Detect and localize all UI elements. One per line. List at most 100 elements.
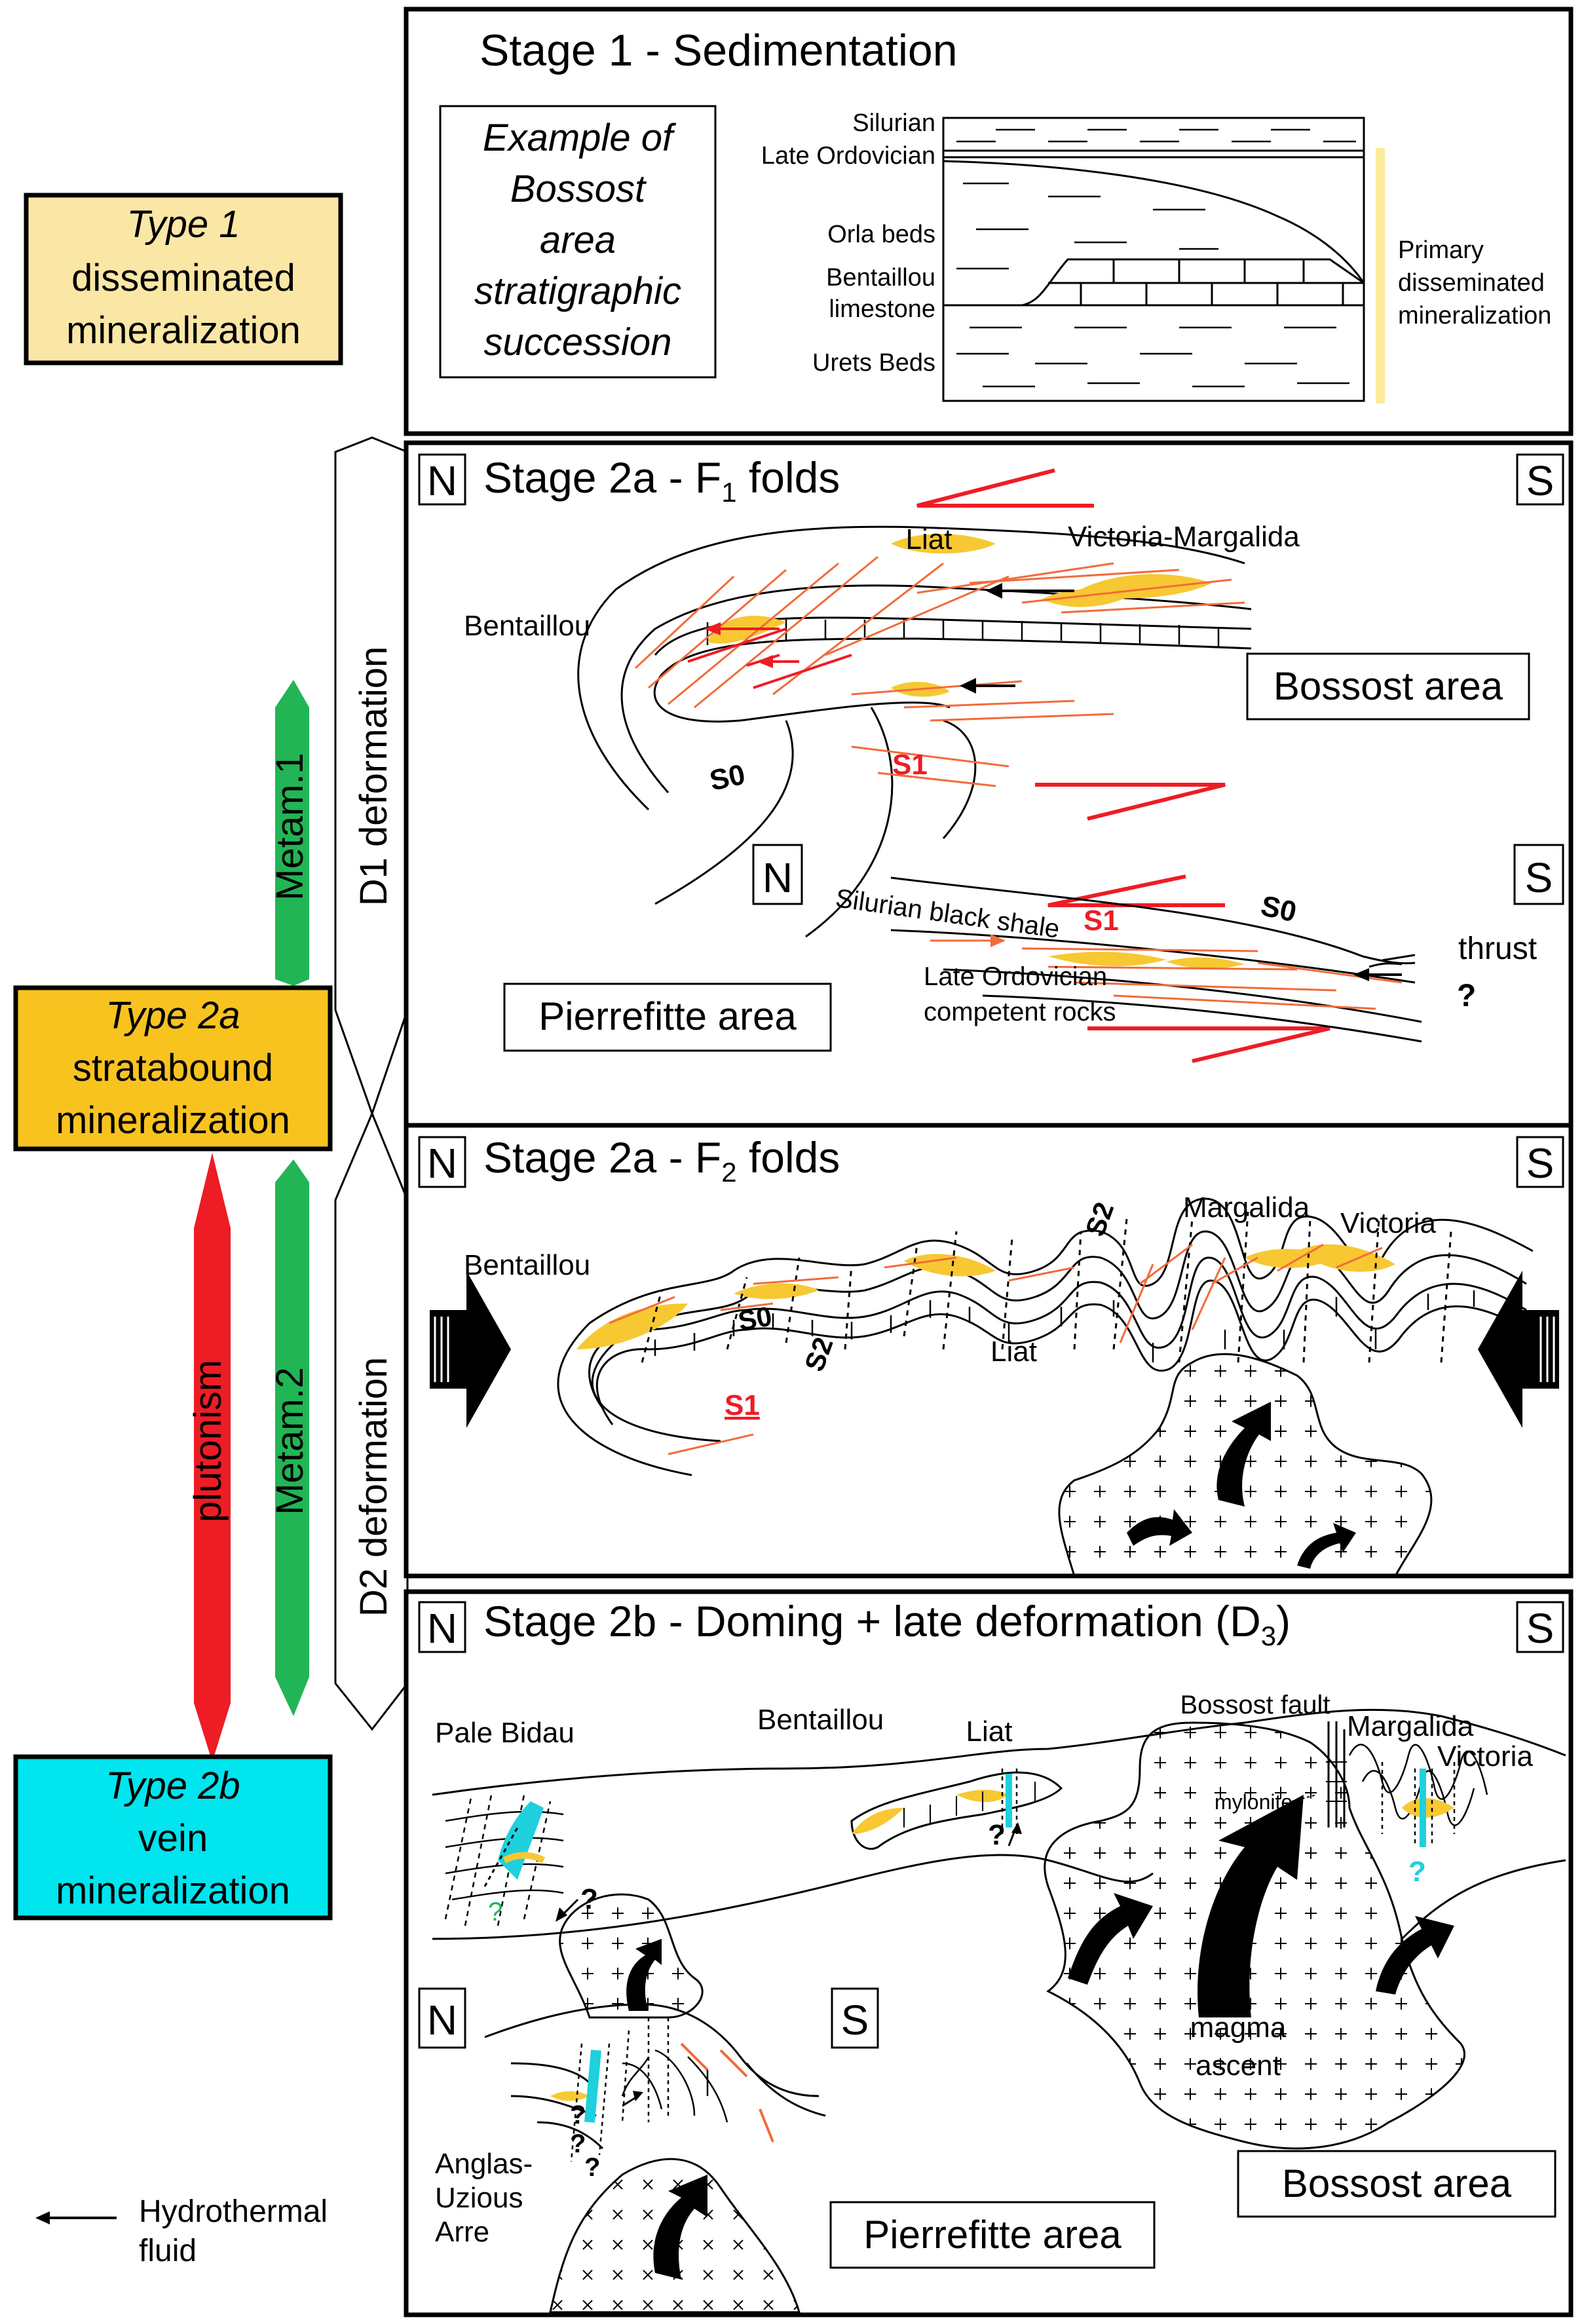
svg-text:Urets Beds: Urets Beds [812, 349, 935, 377]
svg-text:disseminated: disseminated [1398, 269, 1545, 297]
legend-line2: fluid [139, 2234, 197, 2268]
compression-arrow-left [427, 1271, 511, 1428]
south-label: S [1526, 457, 1555, 504]
bossost-area-box [1246, 652, 1530, 721]
liat-vein [850, 1769, 1063, 1850]
inset-south-label: S [1525, 854, 1553, 901]
svg-text:area: area [540, 219, 616, 261]
svg-text:stratigraphic: stratigraphic [474, 270, 681, 312]
svg-text:S1: S1 [892, 749, 928, 781]
svg-text:S: S [841, 1996, 869, 2044]
svg-text:Margalida: Margalida [1183, 1191, 1310, 1224]
svg-text:S0: S0 [707, 759, 748, 797]
svg-text:Example of: Example of [483, 117, 677, 159]
type2b-line1: vein [138, 1817, 208, 1860]
d1-deformation-label: D1 deformation [352, 647, 395, 907]
svg-text:S: S [1526, 1605, 1555, 1652]
svg-text:S: S [1526, 1140, 1555, 1187]
svg-text:Silurian: Silurian [852, 109, 935, 137]
svg-text:Pierrefitte area: Pierrefitte area [863, 2213, 1122, 2257]
svg-text:S1: S1 [725, 1389, 760, 1421]
svg-text:Late Ordovician: Late Ordovician [924, 962, 1107, 991]
pierrefitte-area-box [503, 983, 832, 1052]
pierrefitte-inset-2b [484, 2003, 826, 2314]
svg-text:?: ? [988, 1819, 1006, 1851]
svg-text:Orla beds: Orla beds [827, 221, 935, 248]
metam1-bar [275, 680, 309, 986]
type2b-box: Type 2b vein mineralization [13, 1754, 333, 1921]
svg-text:N: N [427, 1605, 457, 1652]
f1-fold [577, 525, 1252, 938]
svg-text:?: ? [580, 1883, 598, 1915]
svg-text:Bentaillou: Bentaillou [464, 610, 590, 642]
svg-text:Bentaillou: Bentaillou [826, 264, 935, 291]
pierrefitte-area-box-2b [829, 2201, 1156, 2269]
magma-ascent-arrow-icon [1197, 1795, 1304, 2017]
stage2b-title: Stage 2b - Doming + late deformation (D3… [483, 1597, 1291, 1651]
svg-text:Anglas-: Anglas- [435, 2148, 533, 2180]
svg-text:limestone: limestone [829, 295, 935, 323]
metam1-label: Metam.1 [269, 753, 311, 901]
type2a-box: Type 2a stratabound mineralization [13, 985, 333, 1152]
svg-text:Bossost area: Bossost area [1282, 2162, 1512, 2205]
svg-text:Primary: Primary [1398, 236, 1484, 264]
svg-text:N: N [427, 1140, 457, 1187]
magma-arrow-icon [1216, 1402, 1271, 1507]
type1-line1: disseminated [71, 257, 295, 299]
svg-text:Victoria-Margalida: Victoria-Margalida [1068, 521, 1300, 553]
svg-text:Bossost fault: Bossost fault [1180, 1691, 1330, 1719]
f2-fold-train [557, 1197, 1534, 1476]
svg-text:Victoria: Victoria [1437, 1740, 1533, 1772]
svg-text:Pierrefitte area: Pierrefitte area [538, 994, 797, 1038]
pluton-f2 [1058, 1353, 1433, 1577]
example-box [439, 105, 717, 379]
svg-text:magma: magma [1190, 2012, 1287, 2044]
svg-text:Uzious: Uzious [435, 2182, 523, 2214]
svg-text:?: ? [570, 2129, 586, 2158]
plutonism-label: plutonism [187, 1360, 229, 1522]
bossost-area-box-2b [1237, 2150, 1556, 2218]
pluton-pale-bidau [559, 1893, 704, 2019]
svg-text:mineralization: mineralization [1398, 302, 1551, 329]
type2b-line2: mineralization [56, 1869, 290, 1912]
svg-text:?: ? [570, 2101, 586, 2129]
svg-text:S0: S0 [736, 1300, 774, 1336]
svg-text:Pale Bidau: Pale Bidau [435, 1717, 575, 1749]
stage2a-f2-panel: N S Stage 2a - F2 folds [404, 1123, 1574, 1579]
svg-text:Victoria: Victoria [1340, 1207, 1436, 1239]
svg-text:N: N [427, 1996, 457, 2044]
svg-text:Bentaillou: Bentaillou [757, 1704, 884, 1736]
svg-text:?: ? [584, 2153, 600, 2182]
svg-text:competent rocks: competent rocks [924, 998, 1116, 1026]
stage1-panel: Stage 1 - Sedimentation Example of Bosso… [404, 7, 1574, 436]
svg-text:Liat: Liat [990, 1336, 1037, 1368]
svg-text:?: ? [488, 1898, 502, 1926]
svg-text:Bentaillou: Bentaillou [464, 1249, 590, 1281]
legend-line1: Hydrothermal [139, 2194, 328, 2229]
stage2a-f1-panel: N S Stage 2a - F1 folds [404, 440, 1574, 1579]
pluton-bossost [1044, 1721, 1466, 2150]
svg-text:Bossost area: Bossost area [1273, 664, 1503, 708]
svg-text:?: ? [1408, 1856, 1426, 1888]
svg-text:Bossost: Bossost [510, 168, 647, 210]
metam2-bar [275, 1159, 309, 1716]
bossost-fault [1326, 1721, 1347, 1827]
svg-text:Liat: Liat [966, 1715, 1013, 1748]
svg-text:S0: S0 [1258, 890, 1299, 928]
type2a-title: Type 2a [105, 994, 240, 1037]
svg-text:S1: S1 [1084, 905, 1119, 937]
stratigraphic-column [942, 117, 1365, 402]
type1-title: Type 1 [126, 203, 240, 246]
type2a-line1: stratabound [73, 1047, 273, 1089]
pale-bidau-vein [444, 1794, 564, 1926]
north-label: N [427, 457, 457, 504]
svg-text:thrust: thrust [1458, 931, 1537, 966]
type1-box: Type 1 disseminated mineralization [24, 193, 343, 365]
stage1-title: Stage 1 - Sedimentation [480, 26, 958, 75]
svg-text:mylonite: mylonite [1215, 1790, 1292, 1814]
primary-mineralization-bar [1376, 148, 1385, 403]
svg-text:Liat: Liat [906, 523, 952, 555]
type2b-title: Type 2b [105, 1765, 240, 1807]
stage2a-f1-title: Stage 2a - F1 folds [483, 453, 840, 508]
